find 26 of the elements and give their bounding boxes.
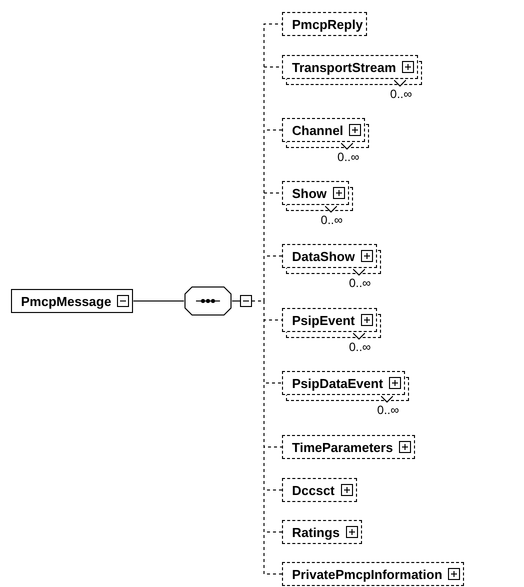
element-name: Channel <box>292 122 344 138</box>
element-name: TransportStream <box>292 60 396 74</box>
element-box <box>282 12 367 36</box>
multiplicity-label: 0..∞ <box>390 87 412 101</box>
element-box <box>282 520 362 544</box>
element-box <box>282 435 415 459</box>
connector-line <box>252 300 282 574</box>
element-name: PmcpReply <box>292 16 363 32</box>
multiplicity-label: 0..∞ <box>377 403 400 417</box>
multiplicity-label: 0..∞ <box>348 340 371 354</box>
element-box <box>282 478 357 502</box>
element-box <box>282 562 464 586</box>
element-box <box>11 289 134 313</box>
multiplicity-label: 0..∞ <box>320 213 343 227</box>
element-name: PsipEvent <box>292 312 355 328</box>
element-name: PsipDataEvent <box>292 376 384 390</box>
element-name: DataShow <box>292 248 355 264</box>
element-name: Show <box>292 186 327 200</box>
multiplicity-label: 0..∞ <box>348 276 371 290</box>
multiplicity-label: 0..∞ <box>337 150 360 164</box>
element-name: PrivatePmcpInformation <box>292 566 442 582</box>
element-name: Dccsct <box>292 482 335 498</box>
element-name: TimeParameters <box>292 440 393 454</box>
element-name: Ratings <box>292 524 340 540</box>
connector-line <box>132 300 184 302</box>
element-name: PmcpMessage <box>21 294 112 308</box>
